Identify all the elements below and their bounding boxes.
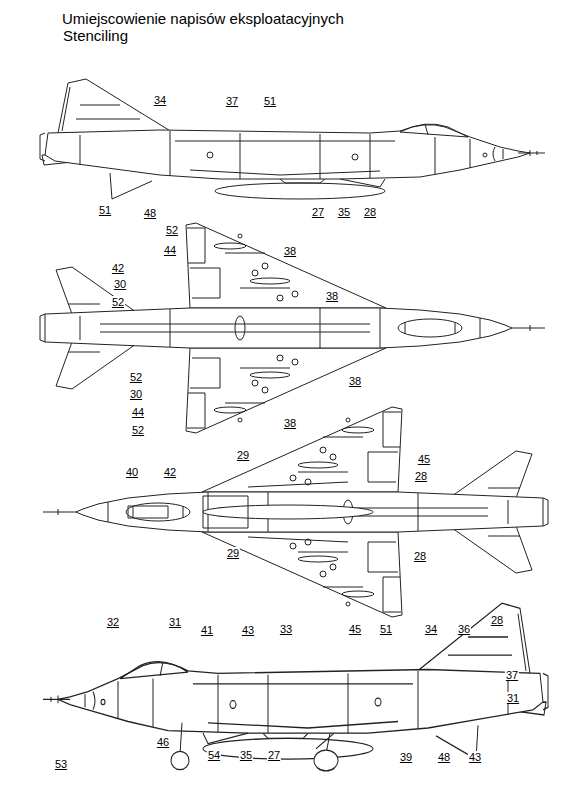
callout-number: 48 bbox=[437, 751, 451, 763]
callout-number: 30 bbox=[129, 388, 143, 400]
callout-number: 45 bbox=[417, 453, 431, 465]
callout-number: 28 bbox=[363, 206, 377, 218]
callout-number: 33 bbox=[279, 623, 293, 635]
callout-number: 27 bbox=[311, 206, 325, 218]
callout-number: 35 bbox=[239, 749, 253, 761]
callout-number: 46 bbox=[156, 736, 170, 748]
callout-number: 53 bbox=[54, 758, 68, 770]
subheading: Stenciling bbox=[62, 27, 129, 45]
callout-number: 29 bbox=[226, 547, 240, 559]
callout-number: 43 bbox=[468, 751, 482, 763]
callout-number: 40 bbox=[125, 466, 139, 478]
callout-number: 39 bbox=[399, 751, 413, 763]
callout-number: 31 bbox=[168, 616, 182, 628]
callout-number: 44 bbox=[163, 244, 177, 256]
callout-number: 54 bbox=[207, 749, 221, 761]
callout-number: 41 bbox=[200, 624, 214, 636]
callout-number: 37 bbox=[505, 669, 519, 681]
callout-number: 36 bbox=[457, 623, 471, 635]
callout-number: 52 bbox=[111, 296, 125, 308]
callout-number: 42 bbox=[163, 466, 177, 478]
callout-number: 51 bbox=[379, 623, 393, 635]
callout-number: 42 bbox=[111, 262, 125, 274]
callout-number: 52 bbox=[165, 224, 179, 236]
callout-number: 52 bbox=[131, 424, 145, 436]
callout-number: 52 bbox=[129, 371, 143, 383]
callout-number: 28 bbox=[490, 614, 504, 626]
callout-number: 32 bbox=[106, 616, 120, 628]
callout-number: 27 bbox=[267, 749, 281, 761]
callout-number: 34 bbox=[424, 623, 438, 635]
callout-number: 28 bbox=[414, 470, 428, 482]
callout-number: 34 bbox=[153, 94, 167, 106]
callout-number: 29 bbox=[236, 449, 250, 461]
callout-number: 38 bbox=[283, 245, 297, 257]
callout-number: 51 bbox=[263, 95, 277, 107]
heading: Umiejscowienie napisów eksploatacyjnych bbox=[62, 10, 344, 28]
callout-number: 31 bbox=[506, 692, 520, 704]
callout-number: 44 bbox=[131, 406, 145, 418]
callout-number: 51 bbox=[98, 204, 112, 216]
callout-number: 37 bbox=[225, 95, 239, 107]
callout-number: 38 bbox=[348, 375, 362, 387]
callout-number: 43 bbox=[241, 624, 255, 636]
callout-number: 45 bbox=[348, 623, 362, 635]
callout-number: 38 bbox=[283, 417, 297, 429]
callout-number: 35 bbox=[337, 206, 351, 218]
callout-number: 30 bbox=[113, 278, 127, 290]
callout-number: 48 bbox=[143, 207, 157, 219]
callout-number: 28 bbox=[413, 550, 427, 562]
callout-number: 38 bbox=[325, 290, 339, 302]
